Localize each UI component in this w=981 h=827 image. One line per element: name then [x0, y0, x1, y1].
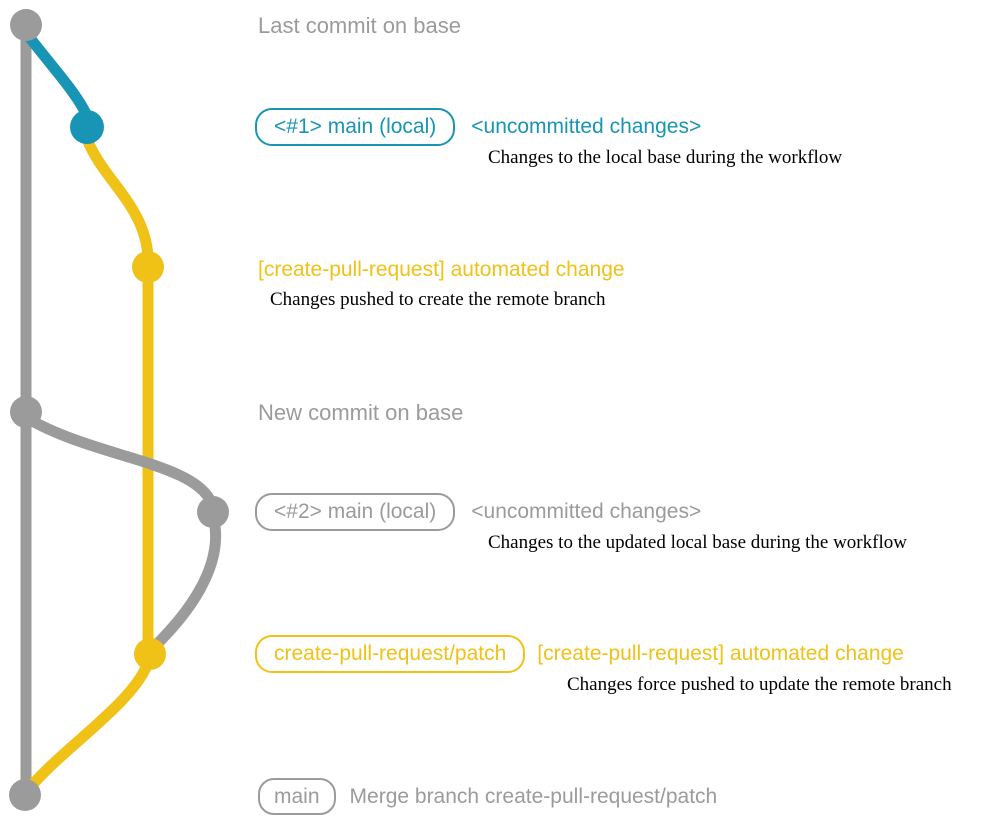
commit-node-local-main-2	[197, 496, 229, 528]
commit-node-new-base	[10, 396, 42, 428]
row-local-main-1: <#1> main (local) <uncommitted changes>	[255, 108, 701, 146]
headline-automated-change-1: [create-pull-request] automated change	[258, 258, 625, 281]
commit-node-merge	[9, 779, 41, 811]
commit-node-automated-change-2	[134, 638, 166, 670]
note-pushed-create-remote: Changes pushed to create the remote bran…	[270, 289, 606, 310]
branch-badge-patch: create-pull-request/patch	[255, 635, 526, 673]
branch-badge-main-local-2: <#2> main (local)	[255, 493, 456, 531]
patch-merge-curve	[22, 654, 155, 796]
label-last-commit-on-base: Last commit on base	[258, 13, 461, 38]
row-merge: main Merge branch create-pull-request/pa…	[258, 778, 717, 815]
rebase-curve	[147, 514, 221, 654]
headline-uncommitted-changes-2: <uncommitted changes>	[471, 500, 702, 523]
headline-uncommitted-changes-1: <uncommitted changes>	[471, 115, 702, 138]
row-local-main-2: <#2> main (local) <uncommitted changes>	[255, 493, 701, 531]
commit-node-local-main-1	[70, 110, 104, 144]
row-patch-branch: create-pull-request/patch [create-pull-r…	[255, 635, 904, 673]
headline-automated-change-2: [create-pull-request] automated change	[537, 642, 904, 665]
note-force-pushed-update-remote: Changes force pushed to update the remot…	[567, 674, 952, 695]
commit-node-last-base	[10, 9, 42, 41]
label-merge-branch: Merge branch create-pull-request/patch	[349, 785, 718, 808]
branch-badge-main-local-1: <#1> main (local)	[255, 108, 456, 146]
local-main-branch-curve	[21, 28, 92, 120]
base-update-curve	[21, 412, 218, 510]
patch-branch-line	[80, 130, 154, 660]
branch-badge-main: main	[258, 778, 336, 815]
commit-node-automated-change-1	[132, 251, 164, 283]
note-local-base-changes: Changes to the local base during the wor…	[488, 147, 843, 168]
label-new-commit-on-base: New commit on base	[258, 400, 464, 425]
note-updated-local-base-changes: Changes to the updated local base during…	[488, 532, 907, 553]
